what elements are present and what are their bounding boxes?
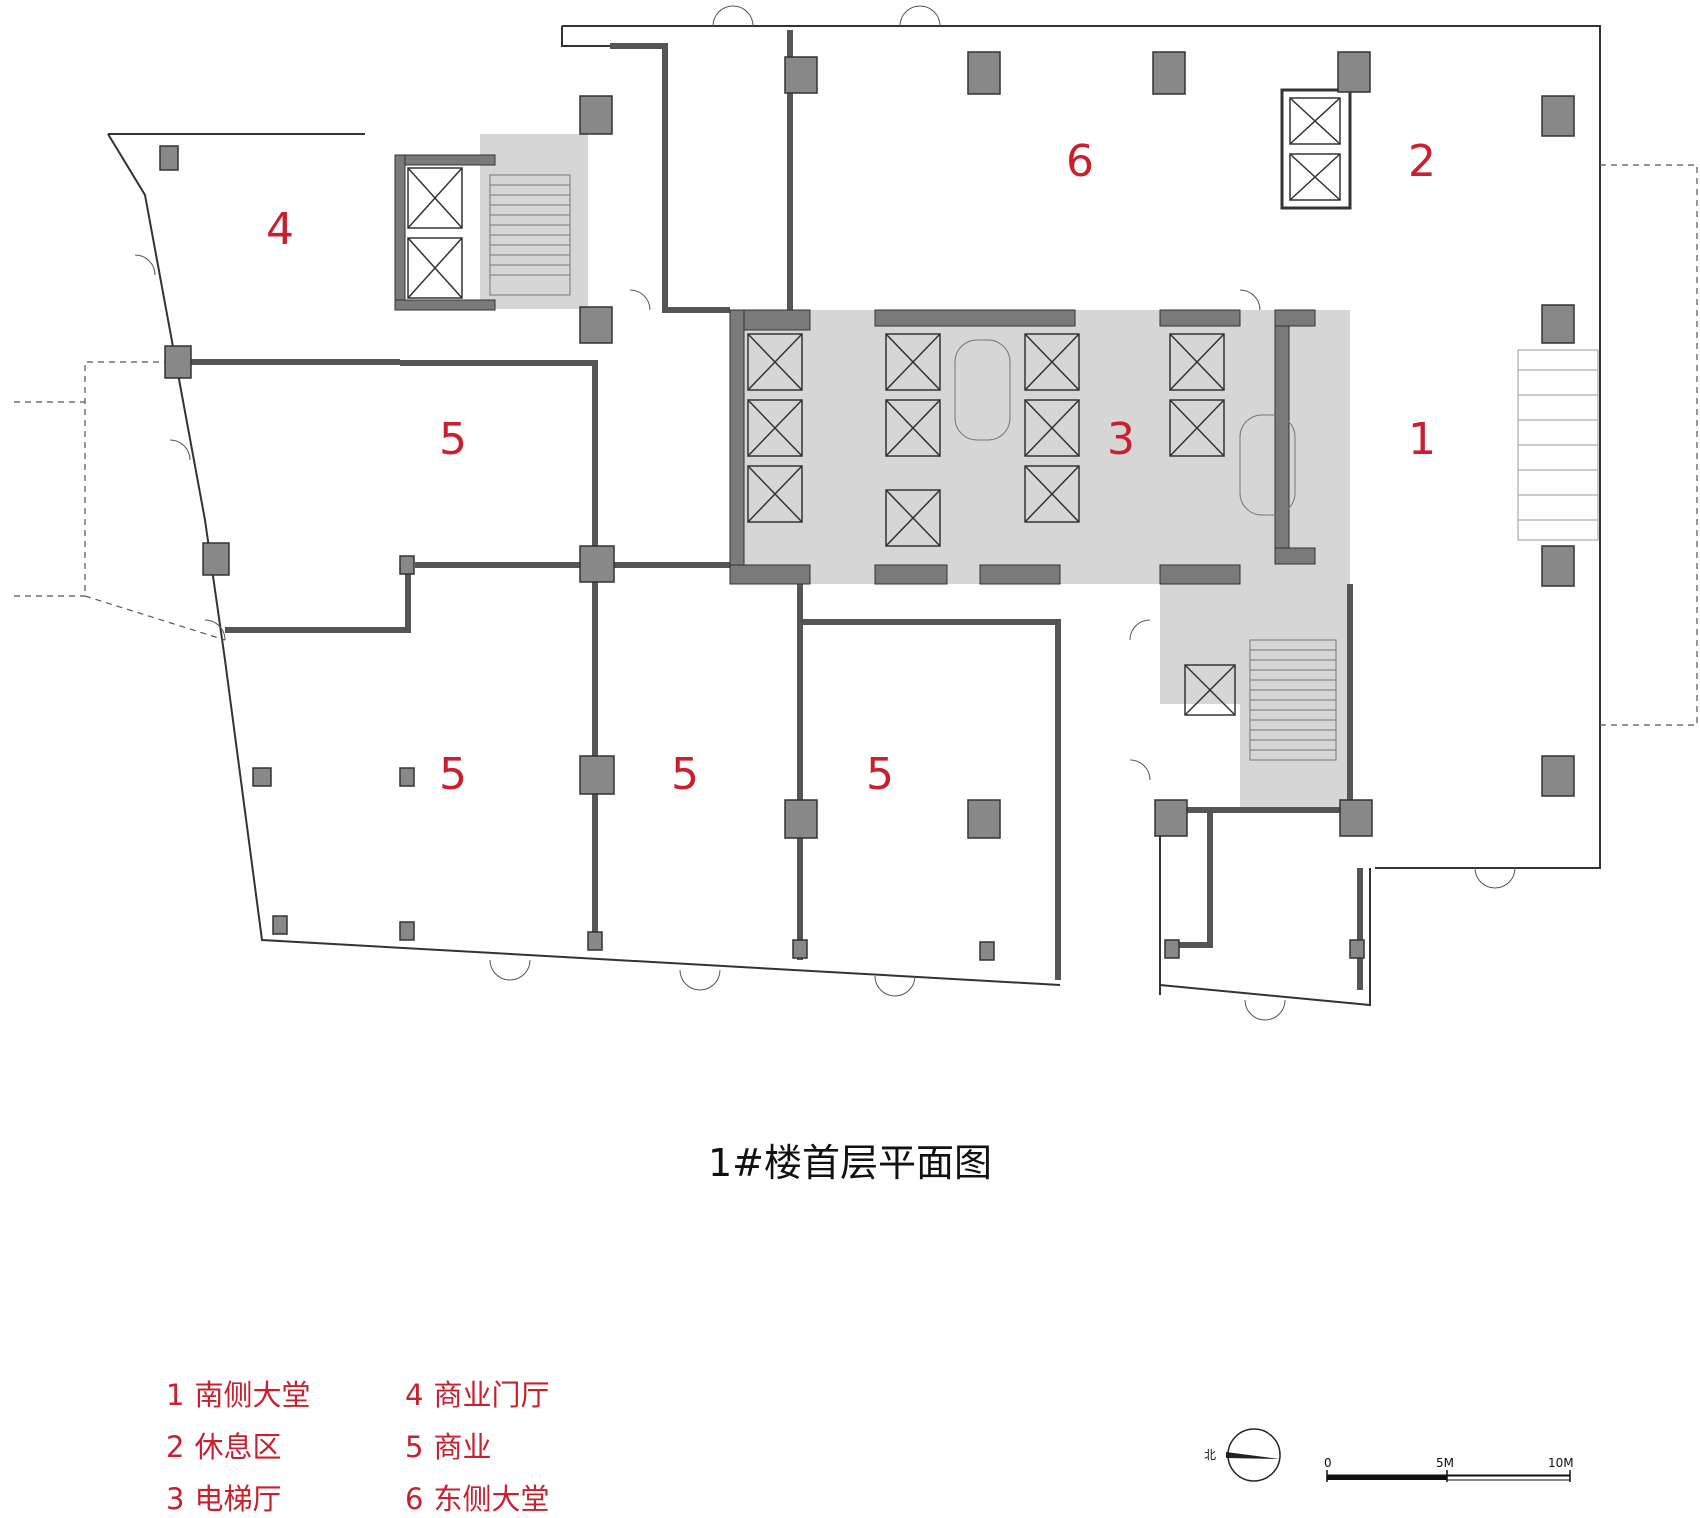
north-label: 北 [1204,1448,1217,1462]
legend-label: 休息区 [194,1430,282,1464]
core-walls [394,154,1316,585]
entrance-vestibule [1517,349,1599,541]
room-label-1: 1 [1408,414,1436,465]
stairs [489,174,1337,761]
north-arrow [1226,1428,1281,1482]
room-label-2: 2 [1408,136,1436,187]
outer-perimeter [107,25,1601,1007]
scale-label-5m: 5M [1436,1456,1454,1470]
core-shading [480,134,1350,810]
legend-label: 南侧大堂 [194,1378,311,1412]
room-label-5-s: 5 [671,749,699,800]
room-label-6: 6 [1066,136,1094,187]
elevator-cars [407,97,1341,716]
door-swings [134,5,1516,1021]
room-label-5-west: 5 [439,414,467,465]
legend-label: 商业 [433,1430,492,1464]
canopy-dashed [14,164,1698,726]
legend-item: 3 电梯厅 [166,1476,281,1518]
elevator-box-2 [1280,88,1352,210]
legend-label: 电梯厅 [194,1482,282,1516]
room-label-4: 4 [266,204,294,255]
legend-num: 6 [405,1482,424,1516]
scale-bar [1326,1470,1571,1482]
scale-label-0: 0 [1324,1456,1332,1470]
interior-walls [185,30,1363,990]
legend-num: 1 [166,1378,185,1412]
legend-num: 5 [405,1430,424,1464]
room-label-5-se: 5 [866,749,894,800]
structural-columns [159,51,1575,961]
room-label-5-sw: 5 [439,749,467,800]
page-title: 1#楼首层平面图 [707,1141,993,1185]
legend-num: 3 [166,1482,185,1516]
room-label-3: 3 [1107,414,1135,465]
scale-label-10m: 10M [1548,1456,1574,1470]
legend-item: 5 商业 [405,1424,491,1466]
legend-item: 1 南侧大堂 [166,1372,310,1414]
legend-item: 4 商业门厅 [405,1372,549,1414]
legend-num: 4 [405,1378,424,1412]
legend-label: 商业门厅 [433,1378,550,1412]
legend-num: 2 [166,1430,185,1464]
legend-item: 6 东侧大堂 [405,1476,549,1518]
legend-label: 东侧大堂 [433,1482,550,1516]
legend-item: 2 休息区 [166,1424,281,1466]
